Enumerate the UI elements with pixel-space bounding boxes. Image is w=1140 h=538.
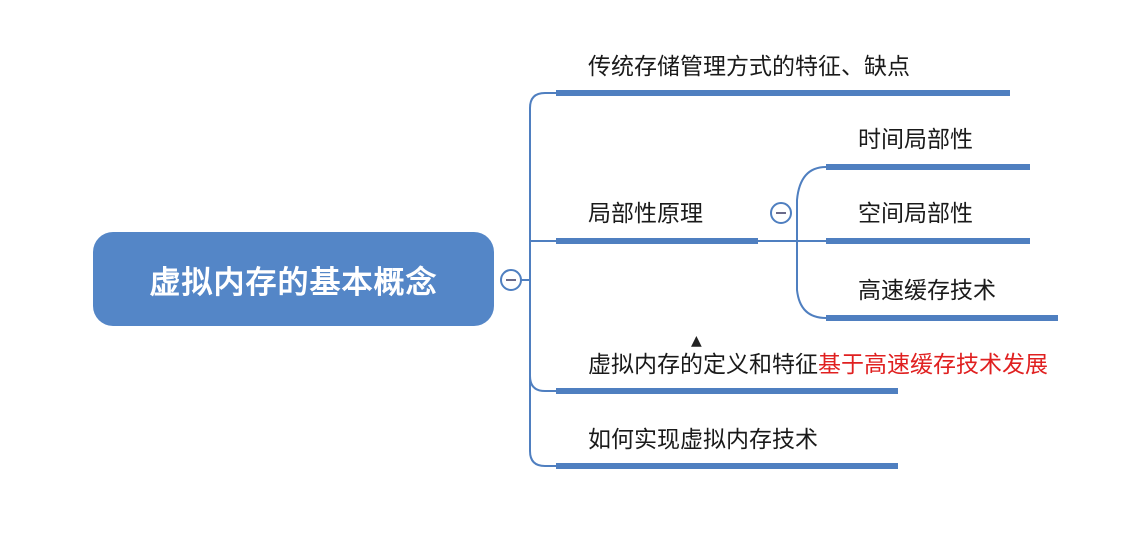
sub-2-underline [826, 238, 1030, 244]
collapse-branch-2-button[interactable] [770, 202, 792, 224]
branch-1-underline [556, 90, 1010, 96]
branch-3-underline [556, 388, 898, 394]
branch-4-node[interactable]: 如何实现虚拟内存技术 [588, 427, 818, 453]
branch-1-node[interactable]: 传统存储管理方式的特征、缺点 [588, 54, 910, 80]
collapse-root-button[interactable] [500, 269, 522, 291]
branch-2-node[interactable]: 局部性原理 [588, 201, 703, 227]
sub-node-cache[interactable]: 高速缓存技术 [858, 278, 996, 304]
mouse-cursor-icon: ▲ [691, 333, 702, 349]
branch-3-label: 虚拟内存的定义和特征 [588, 352, 818, 378]
trunk-to-branch-3 [529, 375, 556, 392]
root-label: 虚拟内存的基本概念 [149, 264, 438, 301]
branch-4-underline [556, 463, 898, 469]
branch-3-node[interactable]: 虚拟内存的定义和特征基于高速缓存技术发展 [588, 350, 1048, 380]
root-node[interactable]: 虚拟内存的基本概念 [93, 232, 494, 326]
branch-2-underline [556, 238, 758, 244]
sub-node-spatial[interactable]: 空间局部性 [858, 201, 973, 227]
sub-1-underline [826, 164, 1030, 170]
sub-trunk [796, 166, 827, 319]
sub-node-temporal[interactable]: 时间局部性 [858, 127, 973, 153]
main-trunk [529, 92, 556, 467]
sub-3-underline [826, 315, 1058, 321]
annotation-text: 基于高速缓存技术发展 [818, 352, 1048, 378]
